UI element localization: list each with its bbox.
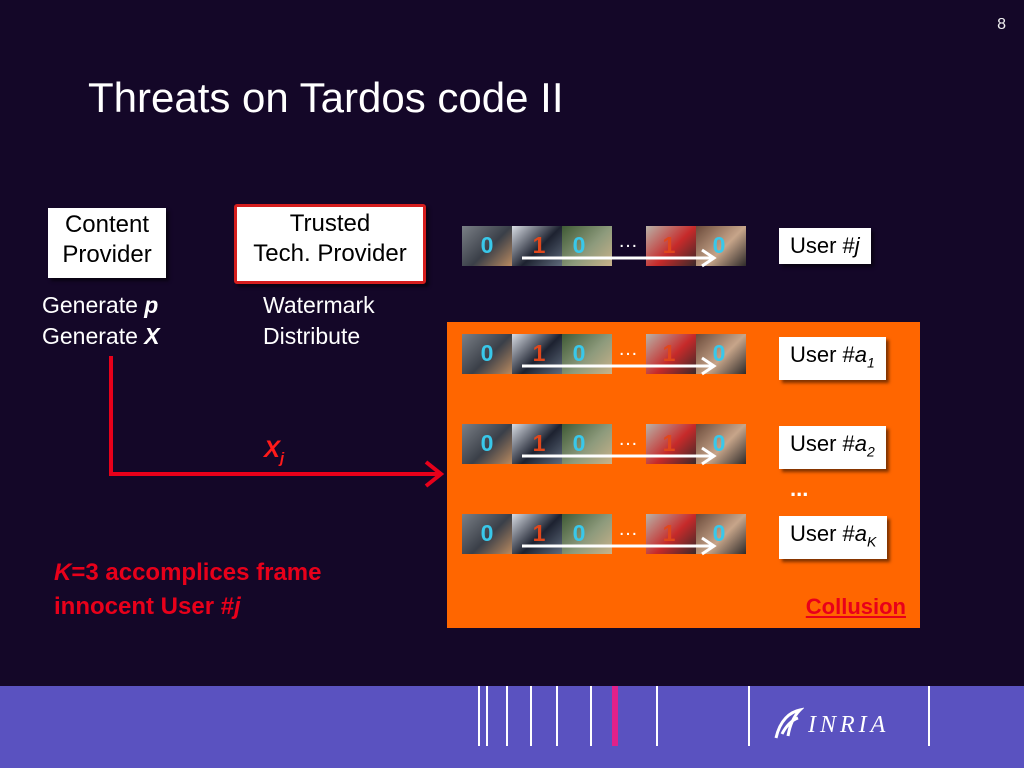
code-bit: 0 (480, 520, 494, 546)
user-label-var: a (854, 342, 868, 367)
code-bit: 0 (712, 232, 726, 258)
code-bit: 1 (532, 430, 546, 456)
user-label-var: j (854, 233, 860, 258)
user-label-prefix: User # (790, 521, 855, 546)
code-bit: 1 (662, 430, 676, 456)
code-bit: 0 (712, 430, 726, 456)
sequence-ellipsis: … (618, 338, 638, 360)
sequence-ellipsis: … (618, 230, 638, 252)
code-bit: 0 (572, 340, 586, 366)
more-users-ellipsis: ... (790, 476, 809, 501)
time-arrow-icon (522, 356, 717, 376)
video-frame-thumbnail (462, 226, 512, 266)
statement-j: j (234, 593, 241, 620)
user-label-prefix: User # (790, 233, 855, 258)
trusted-provider-box: Trusted Tech. Provider (234, 204, 426, 284)
footer-divider (928, 686, 930, 746)
collusion-label: Collusion (805, 594, 906, 619)
user-label-var: a (854, 431, 868, 456)
code-bit: 0 (480, 232, 494, 258)
generate-p-text: Generate (42, 292, 145, 318)
watermark-text: Watermark (263, 292, 375, 318)
time-arrow-icon (522, 248, 717, 268)
statement-line2: innocent User # (54, 593, 235, 620)
trusted-provider-line1: Trusted (289, 210, 371, 237)
video-frame-thumbnail (462, 424, 512, 464)
inria-logo-icon (774, 707, 804, 739)
trusted-provider-line2: Tech. Provider (253, 240, 407, 267)
user-label: User #j (779, 228, 871, 264)
user-label: User #a2 (779, 426, 886, 470)
var-x: X (144, 323, 160, 349)
sequence-ellipsis: … (618, 428, 638, 450)
user-label: User #a1 (779, 337, 886, 381)
footer-divider (478, 686, 480, 746)
user-label-prefix: User # (790, 431, 855, 456)
code-bit: 0 (712, 520, 726, 546)
generate-x-text: Generate (42, 323, 145, 349)
slide-title: Threats on Tardos code II (88, 74, 564, 121)
user-label-prefix: User # (790, 342, 855, 367)
code-bit: 0 (572, 232, 586, 258)
footer-divider (556, 686, 558, 746)
video-frame-thumbnail (462, 514, 512, 554)
time-arrow-icon (522, 536, 717, 556)
trusted-provider-caption: Watermark Distribute (263, 290, 375, 352)
flow-label: Xj (264, 436, 284, 467)
distribute-text: Distribute (263, 323, 361, 349)
slide-number: 8 (997, 16, 1006, 33)
code-bit: 0 (572, 430, 586, 456)
inria-logo-text: INRIA (808, 712, 890, 738)
user-label-var: a (854, 521, 868, 546)
footer-band (0, 686, 1024, 768)
code-bit: 0 (712, 340, 726, 366)
footer-divider (590, 686, 592, 746)
content-provider-line2: Provider (62, 241, 152, 268)
code-bit: 0 (572, 520, 586, 546)
code-bit: 1 (532, 340, 546, 366)
flow-label-sub: j (280, 449, 285, 467)
user-label-sub: 1 (867, 354, 875, 371)
flow-label-var: X (264, 436, 281, 463)
statement-text: K=3 accomplices frame innocent User #j (54, 556, 322, 624)
code-bit: 1 (532, 520, 546, 546)
code-bit: 1 (662, 520, 676, 546)
statement-line1: =3 accomplices frame (71, 559, 322, 586)
footer-divider (506, 686, 508, 746)
footer-divider (530, 686, 532, 746)
footer-accent-bar (612, 686, 618, 746)
footer-divider (486, 686, 488, 746)
code-bit: 0 (480, 340, 494, 366)
content-provider-caption: Generate p Generate X (42, 290, 160, 352)
statement-k: K (54, 559, 72, 586)
time-arrow-icon (522, 446, 717, 466)
code-bit: 0 (480, 430, 494, 456)
var-p: p (144, 292, 159, 318)
footer-divider (656, 686, 658, 746)
content-provider-box: Content Provider (48, 208, 166, 278)
user-label-sub: K (867, 533, 877, 550)
footer-divider (748, 686, 750, 746)
user-label-sub: 2 (867, 443, 875, 460)
user-label: User #aK (779, 516, 888, 560)
content-provider-line1: Content (64, 211, 150, 238)
code-bit: 1 (662, 340, 676, 366)
code-bit: 1 (662, 232, 676, 258)
code-bit: 1 (532, 232, 546, 258)
video-frame-thumbnail (462, 334, 512, 374)
sequence-ellipsis: … (618, 518, 638, 540)
